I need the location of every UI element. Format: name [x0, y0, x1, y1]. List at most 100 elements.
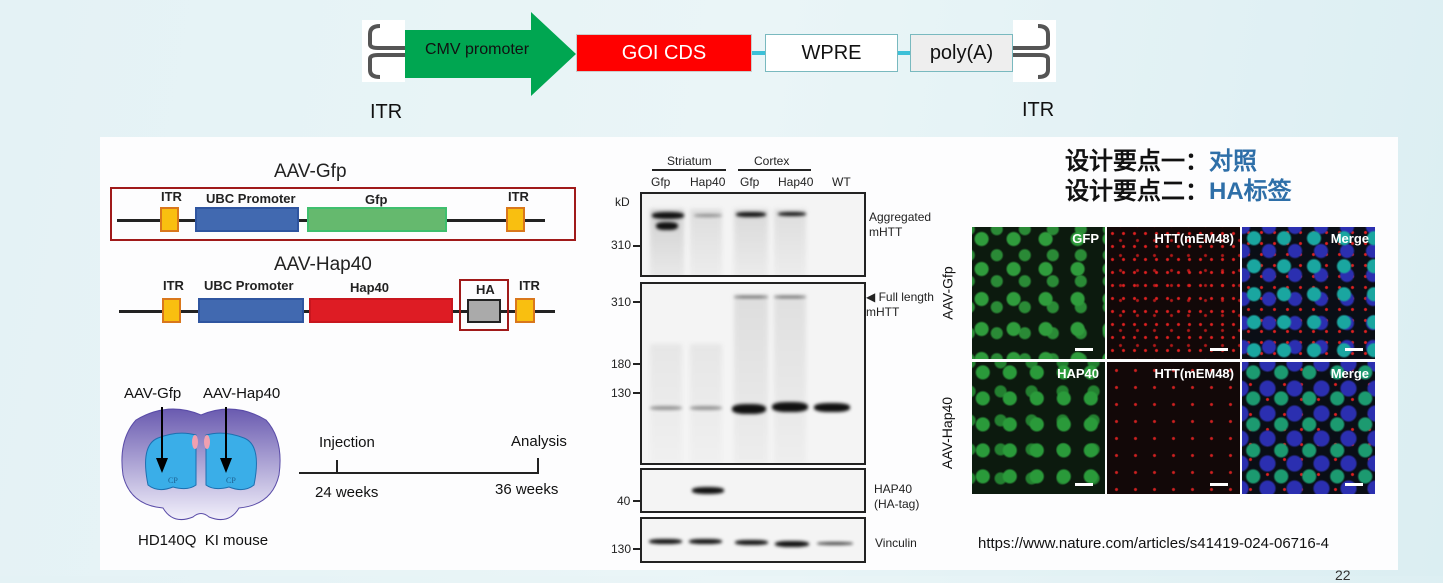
panel-label: GFP	[1072, 231, 1099, 246]
aav-hap40-title: AAV-Hap40	[274, 254, 372, 275]
scale-bar	[1210, 348, 1228, 351]
panel-label: Merge	[1330, 366, 1369, 381]
timeline-tick	[537, 458, 539, 473]
lane-label: WT	[832, 175, 851, 189]
scale-bar	[1345, 348, 1363, 351]
aggregated-mhtt-label: Aggregated mHTT	[869, 210, 932, 239]
marker-180: 180	[611, 357, 632, 371]
wpre-box: WPRE	[765, 34, 898, 72]
ubc-promoter-label: UBC Promoter	[204, 278, 294, 293]
itr-label: ITR	[519, 278, 540, 293]
mouse-model-label: HD140Q KI mouse	[138, 532, 269, 549]
itr-hairpin-left-icon	[362, 20, 405, 82]
image-gfp: GFP	[972, 227, 1105, 359]
gfp-box	[307, 207, 447, 232]
cp-label: CP	[168, 476, 178, 485]
lane-label: Gfp	[740, 175, 760, 189]
injection-gfp-label: AAV-Gfp	[124, 385, 182, 402]
itr-label: ITR	[161, 189, 182, 204]
lane-label: Gfp	[651, 175, 671, 189]
panel-label: HTT(mEM48)	[1154, 231, 1234, 246]
marker-tick	[633, 245, 641, 247]
blot-vinculin	[640, 517, 866, 563]
image-hap40: HAP40	[972, 362, 1105, 494]
marker-130: 130	[611, 386, 632, 400]
itr-box	[160, 207, 179, 232]
itr-box	[162, 298, 181, 323]
marker-40: 40	[617, 494, 631, 508]
hap40-ha-tag-label: HAP40 (HA-tag)	[874, 482, 920, 511]
scale-bar	[1345, 483, 1363, 486]
timeline-axis	[299, 472, 539, 474]
blot-aggregated	[640, 192, 866, 277]
source-url[interactable]: https://www.nature.com/articles/s41419-0…	[978, 535, 1330, 552]
injection-arrow-right-icon	[220, 407, 232, 473]
itr-label: ITR	[508, 189, 529, 204]
polya-box: poly(A)	[910, 34, 1013, 72]
kd-unit-label: kD	[615, 195, 630, 209]
marker-310: 310	[611, 295, 632, 309]
vinculin-label: Vinculin	[875, 536, 917, 550]
ha-tag-box	[467, 299, 501, 323]
itr-box	[506, 207, 525, 232]
cp-label: CP	[226, 476, 236, 485]
row-label-aav-gfp: AAV-Gfp	[939, 266, 956, 320]
goi-cds-box: GOI CDS	[576, 34, 752, 72]
image-htt-gfp: HTT(mEM48)	[1107, 227, 1240, 359]
injection-hap40-label: AAV-Hap40	[203, 385, 281, 402]
itr-box	[515, 298, 535, 323]
ubc-promoter-box	[195, 207, 299, 232]
marker-tick	[633, 301, 641, 303]
row-label-aav-hap40: AAV-Hap40	[939, 396, 956, 470]
design-point-2-prefix: 设计要点二：	[1065, 178, 1209, 205]
timepoint-36-weeks: 36 weeks	[495, 481, 559, 498]
panel-label: HAP40	[1057, 366, 1099, 381]
hap40-box	[309, 298, 453, 323]
gfp-label: Gfp	[365, 192, 388, 207]
hap40-label: Hap40	[350, 280, 390, 295]
group-line	[652, 169, 726, 171]
panel-label: Merge	[1330, 231, 1369, 246]
mouse-brain-section-illustration: CP CP	[121, 408, 281, 520]
design-point-2-key: HA标签	[1209, 178, 1292, 205]
design-point-1-key: 对照	[1209, 148, 1257, 175]
ha-highlight-box	[459, 279, 509, 331]
ubc-promoter-label: UBC Promoter	[206, 191, 296, 206]
itr-label: ITR	[163, 278, 184, 293]
marker-310: 310	[611, 238, 632, 252]
scale-bar	[1210, 483, 1228, 486]
itr-label-right: ITR	[1022, 99, 1055, 121]
ha-label: HA	[476, 282, 495, 297]
cmv-promoter-arrow	[405, 12, 576, 96]
injection-label: Injection	[319, 434, 375, 451]
itr-hairpin-right-icon	[1013, 20, 1056, 82]
ubc-promoter-box	[198, 298, 304, 323]
marker-tick	[633, 363, 641, 365]
highlight-box	[110, 187, 576, 241]
design-point-1-prefix: 设计要点一：	[1065, 148, 1209, 175]
lane-label: Hap40	[690, 175, 726, 189]
itr-label-left: ITR	[370, 101, 403, 123]
marker-tick	[633, 548, 641, 550]
timepoint-24-weeks: 24 weeks	[315, 484, 379, 501]
page-number: 22	[1335, 567, 1351, 583]
scale-bar	[1075, 348, 1093, 351]
group-striatum: Striatum	[667, 154, 712, 168]
blot-hap40	[640, 468, 866, 513]
connector-line	[752, 51, 765, 55]
image-htt-hap40: HTT(mEM48)	[1107, 362, 1240, 494]
analysis-label: Analysis	[511, 433, 567, 450]
full-length-mhtt-label: ◀ Full length mHTT	[866, 290, 934, 319]
connector-line	[898, 51, 910, 55]
lane-label: Hap40	[778, 175, 814, 189]
marker-tick	[633, 392, 641, 394]
timeline-tick	[336, 460, 338, 473]
marker-tick	[633, 500, 641, 502]
group-cortex: Cortex	[754, 154, 790, 168]
panel-label: HTT(mEM48)	[1154, 366, 1234, 381]
scale-bar	[1075, 483, 1093, 486]
group-line	[738, 169, 811, 171]
marker-130: 130	[611, 542, 632, 556]
injection-arrow-left-icon	[156, 407, 168, 473]
image-merge-gfp: Merge	[1242, 227, 1375, 359]
